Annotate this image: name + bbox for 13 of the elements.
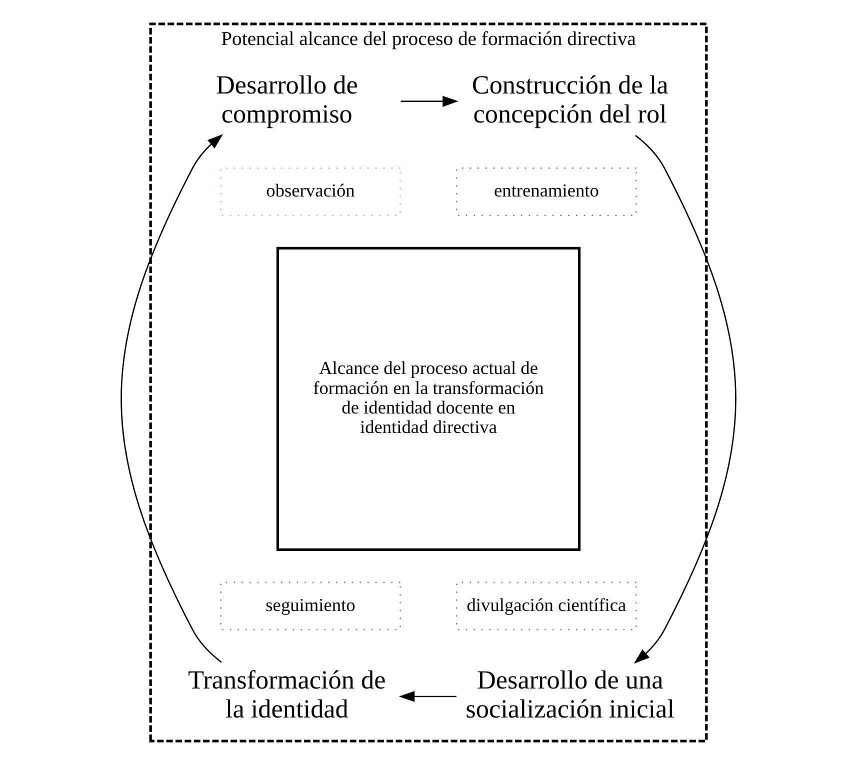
node-text: Desarrollo de compromiso xyxy=(216,70,358,128)
arrow xyxy=(120,134,224,663)
node-text: Desarrollo de una socialización inicial xyxy=(466,666,674,724)
node-box: entrenamiento xyxy=(456,168,637,216)
arrow xyxy=(634,134,736,664)
node-box: observación xyxy=(220,168,401,216)
arrow xyxy=(400,96,458,107)
node-text: Transformación de la identidad xyxy=(188,666,386,724)
node-box: Alcance del proceso actual de formación en la transformación de identidad docente en identidad directiva xyxy=(276,246,581,551)
node-text: Construcción de la concepción del rol xyxy=(472,70,668,128)
node-box: divulgación científica xyxy=(456,582,637,630)
arrow xyxy=(398,690,456,702)
node-box: seguimiento xyxy=(220,582,401,630)
